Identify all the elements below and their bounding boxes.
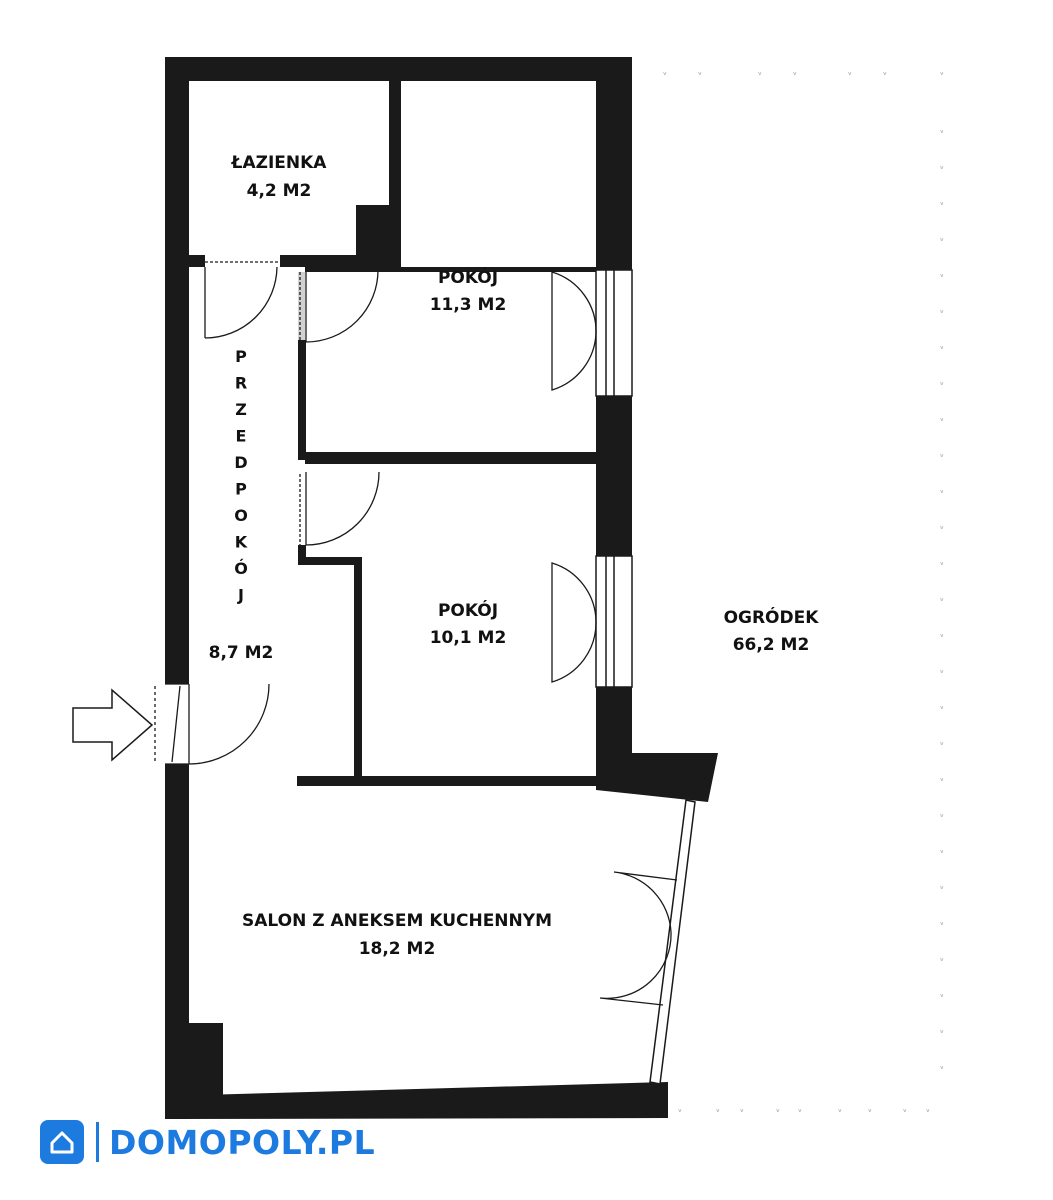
window-living [649, 799, 696, 1085]
pillar-bottom-left [189, 1023, 223, 1103]
hedge-mark: ᵥ [883, 68, 887, 78]
hedge-mark: ᵥ [940, 990, 944, 1000]
wall-bathroom-bottom2 [280, 255, 401, 267]
hedge-mark: ᵥ [940, 1062, 944, 1072]
house-icon [40, 1120, 84, 1164]
wall-left-lower [165, 764, 189, 1119]
hedge-mark: ᵥ [758, 68, 762, 78]
living-area: 18,2 M2 [359, 939, 436, 959]
bathroom-name: ŁAZIENKA [231, 153, 328, 173]
hedge-mark: ᵥ [940, 954, 944, 964]
brand-separator [96, 1122, 99, 1162]
wall-right-2 [596, 396, 632, 556]
hedge-mark: ᵥ [868, 1105, 872, 1115]
garden-name: OGRÓDEK [724, 606, 820, 628]
hedge-mark: ᵥ [940, 630, 944, 640]
hedge-mark: ᵥ [940, 522, 944, 532]
hedge-mark: ᵥ [940, 882, 944, 892]
hedge-mark: ᵥ [740, 1105, 744, 1115]
wall-top [165, 57, 632, 81]
hall-letter: Ó [234, 559, 248, 578]
wall-room2-left [354, 557, 362, 782]
hedge-mark: ᵥ [793, 68, 797, 78]
wall-room1-left [298, 340, 306, 458]
hedge-mark: ᵥ [903, 1105, 907, 1115]
hedge-mark: ᵥ [940, 702, 944, 712]
hedge-mark: ᵥ [940, 270, 944, 280]
hall-letter: J [237, 586, 244, 605]
hall-letter: E [236, 427, 247, 446]
wall-bathroom-bottom [189, 255, 205, 267]
hedge-mark: ᵥ [940, 68, 944, 78]
hall-letter: Z [235, 400, 247, 419]
hedge-mark: ᵥ [940, 594, 944, 604]
hedge-mark: ᵥ [926, 1105, 930, 1115]
wall-room2-ledge [298, 557, 362, 565]
hedge-mark: ᵥ [698, 68, 702, 78]
hedge-mark: ᵥ [940, 162, 944, 172]
walls [165, 57, 718, 1119]
hedge-mark: ᵥ [940, 810, 944, 820]
brand-text: DOMOPOLY.PL [109, 1122, 376, 1162]
hedge-mark: ᵥ [940, 450, 944, 460]
hall-area: 8,7 M2 [209, 643, 274, 663]
windows [595, 269, 696, 1085]
wall-left-upper [165, 57, 189, 684]
hedge-mark: ᵥ [678, 1105, 682, 1115]
wall-bottom-bump [390, 1096, 550, 1118]
hedge-mark: ᵥ [940, 558, 944, 568]
hedge-mark: ᵥ [940, 342, 944, 352]
hall-letter: K [235, 533, 248, 552]
hedge-mark: ᵥ [798, 1105, 802, 1115]
hedge-mark: ᵥ [940, 774, 944, 784]
wall-room2-left-upper [298, 545, 306, 565]
room1-area: 11,3 M2 [430, 295, 507, 315]
wall-right-1 [596, 57, 632, 270]
hedge-mark: ᵥ [940, 126, 944, 136]
room2-name: POKÓJ [438, 599, 498, 621]
hedge-mark: ᵥ [940, 846, 944, 856]
hedge-mark: ᵥ [663, 68, 667, 78]
hedge-mark: ᵥ [940, 666, 944, 676]
hedge-mark: ᵥ [940, 918, 944, 928]
hall-letter: R [235, 374, 247, 393]
room1-name: POKÓJ [438, 266, 498, 288]
living-name: SALON Z ANEKSEM KUCHENNYM [242, 911, 552, 931]
wall-room1-bottom [298, 452, 596, 460]
hall-letter: P [235, 480, 247, 499]
garden-area: 66,2 M2 [733, 635, 810, 655]
wall-living-top [297, 776, 597, 786]
hedge-mark: ᵥ [940, 1026, 944, 1036]
hedge-mark: ᵥ [716, 1105, 720, 1115]
hall-letter: D [234, 453, 247, 472]
hedge-mark: ᵥ [940, 234, 944, 244]
hedge-mark: ᵥ [940, 306, 944, 316]
wall-room1-top [305, 267, 596, 272]
hedge-mark: ᵥ [940, 414, 944, 424]
bathroom-area: 4,2 M2 [247, 181, 312, 201]
hall-letter: O [234, 506, 248, 525]
hedge-mark: ᵥ [776, 1105, 780, 1115]
wall-right-3 [596, 687, 632, 753]
doors [154, 261, 678, 1006]
wall-room1-bottom2 [305, 458, 596, 464]
hedge-mark: ᵥ [940, 378, 944, 388]
hedge-mark: ᵥ [838, 1105, 842, 1115]
hall-letter: P [235, 347, 247, 366]
garden-boundary: ᵥ ᵥ ᵥ ᵥ ᵥ ᵥ ᵥ ᵥ ᵥ ᵥ ᵥ ᵥ ᵥ ᵥ ᵥ ᵥ ᵥ ᵥ ᵥ ᵥ ᵥ ᵥ ᵥ ᵥ ᵥ ᵥ ᵥ ᵥ ᵥ ᵥ ᵥ ᵥ ᵥ ᵥ ᵥ ᵥ ᵥ ᵥ ᵥ ᵥ… [663, 68, 944, 1115]
hedge-mark: ᵥ [940, 486, 944, 496]
wall-thin-1 [298, 272, 305, 340]
room2-area: 10,1 M2 [430, 628, 507, 648]
hedge-mark: ᵥ [940, 738, 944, 748]
hedge-mark: ᵥ [848, 68, 852, 78]
hedge-mark: ᵥ [940, 198, 944, 208]
brand-logo: DOMOPOLY.PL [40, 1120, 375, 1164]
entrance-arrow [72, 688, 154, 762]
wall-corner [596, 753, 718, 802]
